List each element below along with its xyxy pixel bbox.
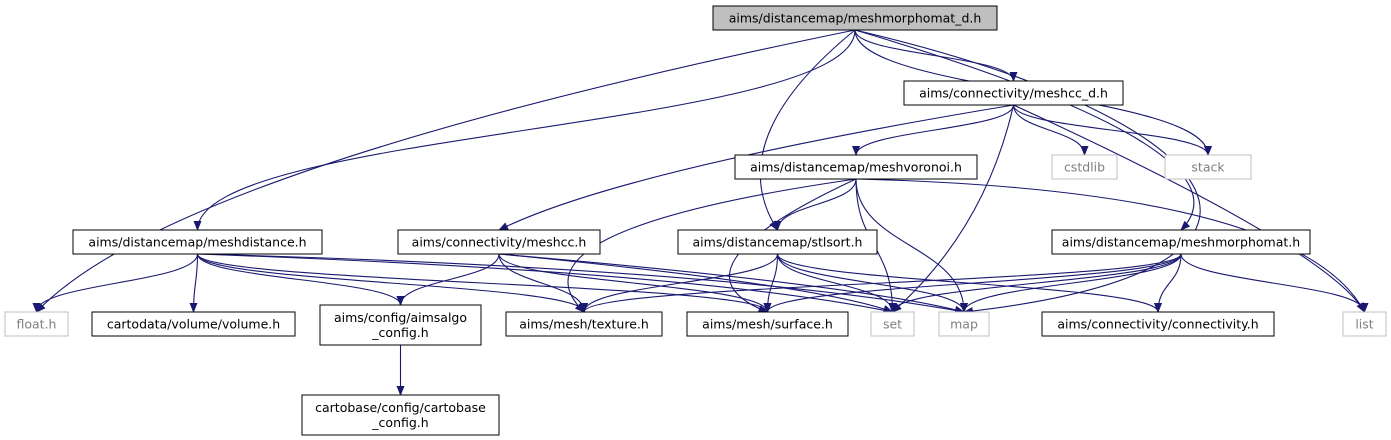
edge-meshdistance-to-float	[32, 253, 199, 313]
edge-morphomat-to-set	[888, 253, 1182, 313]
node-box	[1051, 154, 1118, 180]
node-meshdistance[interactable]: aims/distancemap/meshdistance.h	[72, 229, 323, 255]
edge-meshcc_d-to-cstdlib	[1012, 104, 1089, 156]
edge-meshcc_d-to-meshcc	[498, 104, 1014, 231]
node-box	[4, 311, 69, 337]
node-label: cartobase/config/cartobase	[315, 400, 486, 415]
node-box	[903, 80, 1124, 106]
edge-root-to-float	[35, 29, 856, 313]
node-root: aims/distancemap/meshmorphomat_d.h	[712, 5, 998, 31]
node-box	[72, 229, 323, 255]
node-label: aims/connectivity/connectivity.h	[1057, 317, 1258, 332]
edge-meshdistance-to-map	[197, 253, 965, 315]
node-map: map	[938, 311, 990, 337]
edge-stlsort-to-texture	[580, 253, 779, 313]
node-cartobase[interactable]: cartobase/config/cartobase_config.h	[301, 394, 500, 436]
node-cstdlib: cstdlib	[1051, 154, 1118, 180]
node-voronoi[interactable]: aims/distancemap/meshvoronoi.h	[734, 154, 978, 180]
node-label: float.h	[17, 317, 57, 332]
node-box	[91, 311, 296, 337]
node-aimsalgo[interactable]: aims/config/aimsalgo_config.h	[319, 304, 482, 346]
node-label: map	[950, 317, 978, 332]
edge-meshcc-to-set	[498, 253, 894, 313]
node-meshcc[interactable]: aims/connectivity/meshcc.h	[397, 229, 601, 255]
node-label: aims/distancemap/stlsort.h	[693, 235, 863, 250]
edge-meshdistance-to-texture	[196, 253, 588, 313]
edge-morphomat-to-texture	[580, 253, 1182, 313]
edge-morphomat-to-list	[1180, 253, 1369, 313]
edge-morphomat-to-connectivity	[1154, 253, 1182, 313]
edge-stlsort-to-map	[776, 253, 968, 313]
edge-morphomat-to-surface	[763, 253, 1182, 313]
edge-root-to-morphomat	[854, 29, 1195, 231]
node-box	[301, 394, 500, 436]
node-box	[677, 229, 878, 255]
edge-meshcc-to-surface	[498, 253, 772, 313]
node-float: float.h	[4, 311, 69, 337]
node-box	[734, 154, 978, 180]
edge-root-to-stlsort	[759, 29, 856, 231]
node-box	[1164, 154, 1252, 180]
node-label: aims/mesh/surface.h	[702, 317, 833, 332]
node-label: aims/distancemap/meshvoronoi.h	[750, 160, 962, 175]
node-box	[505, 311, 663, 337]
node-label: list	[1355, 317, 1373, 332]
edge-root-to-meshcc_d	[854, 29, 1018, 82]
node-layer: aims/distancemap/meshmorphomat_d.h aims/c…	[4, 5, 1387, 436]
edge-meshdistance-to-set	[197, 253, 894, 315]
node-label: aims/distancemap/meshmorphomat_d.h	[729, 11, 982, 26]
node-label: _config.h	[371, 415, 428, 430]
edge-voronoi-to-map	[855, 178, 968, 313]
node-set: set	[870, 311, 915, 337]
edge-voronoi-to-surface	[728, 178, 857, 313]
node-box	[938, 311, 990, 337]
edge-meshdistance-to-aimsalgo	[196, 253, 405, 306]
node-label: set	[883, 317, 902, 332]
edge-meshcc-to-map	[498, 253, 965, 314]
node-box	[1342, 311, 1387, 337]
node-box	[870, 311, 915, 337]
node-label: aims/distancemap/meshdistance.h	[88, 235, 306, 250]
node-box	[686, 311, 849, 337]
node-connectivity[interactable]: aims/connectivity/connectivity.h	[1041, 311, 1275, 337]
node-label: _config.h	[371, 325, 428, 340]
node-box	[1041, 311, 1275, 337]
edge-meshcc-to-aimsalgo	[396, 253, 500, 306]
node-morphomat[interactable]: aims/distancemap/meshmorphomat.h	[1051, 229, 1311, 255]
node-meshcc_d[interactable]: aims/connectivity/meshcc_d.h	[903, 80, 1124, 106]
node-surface[interactable]: aims/mesh/surface.h	[686, 311, 849, 337]
node-box	[319, 304, 482, 346]
node-stack: stack	[1164, 154, 1252, 180]
edge-meshcc_d-to-stack	[1012, 104, 1212, 156]
edge-root-to-meshdistance	[193, 29, 856, 231]
edge-morphomat-to-map	[960, 253, 1182, 313]
node-label: aims/connectivity/meshcc_d.h	[919, 86, 1108, 101]
edge-stlsort-to-set	[776, 253, 897, 313]
node-label: aims/connectivity/meshcc.h	[412, 235, 587, 250]
node-label: cstdlib	[1064, 160, 1105, 175]
node-texture[interactable]: aims/mesh/texture.h	[505, 311, 663, 337]
edge-meshdistance-to-volume	[189, 253, 199, 313]
node-label: aims/mesh/texture.h	[519, 317, 649, 332]
node-volume[interactable]: cartodata/volume/volume.h	[91, 311, 296, 337]
node-label: aims/distancemap/meshmorphomat.h	[1062, 235, 1300, 250]
node-label: cartodata/volume/volume.h	[107, 317, 280, 332]
edge-layer	[32, 29, 1369, 396]
edge-voronoi-to-list	[855, 178, 1365, 313]
node-box	[712, 5, 998, 31]
node-box	[397, 229, 601, 255]
edge-meshdistance-to-surface	[196, 253, 772, 313]
node-label: stack	[1191, 160, 1225, 175]
node-list: list	[1342, 311, 1387, 337]
edge-voronoi-to-stlsort	[773, 178, 857, 231]
edge-voronoi-to-texture	[567, 178, 857, 313]
edge-meshcc_d-to-voronoi	[852, 104, 1015, 156]
edge-root-to-map	[854, 29, 1201, 315]
node-stlsort[interactable]: aims/distancemap/stlsort.h	[677, 229, 878, 255]
edge-stlsort-to-surface	[763, 253, 779, 313]
edge-meshcc_d-to-list	[1013, 104, 1365, 313]
node-label: aims/config/aimsalgo	[334, 310, 467, 325]
node-box	[1051, 229, 1311, 255]
